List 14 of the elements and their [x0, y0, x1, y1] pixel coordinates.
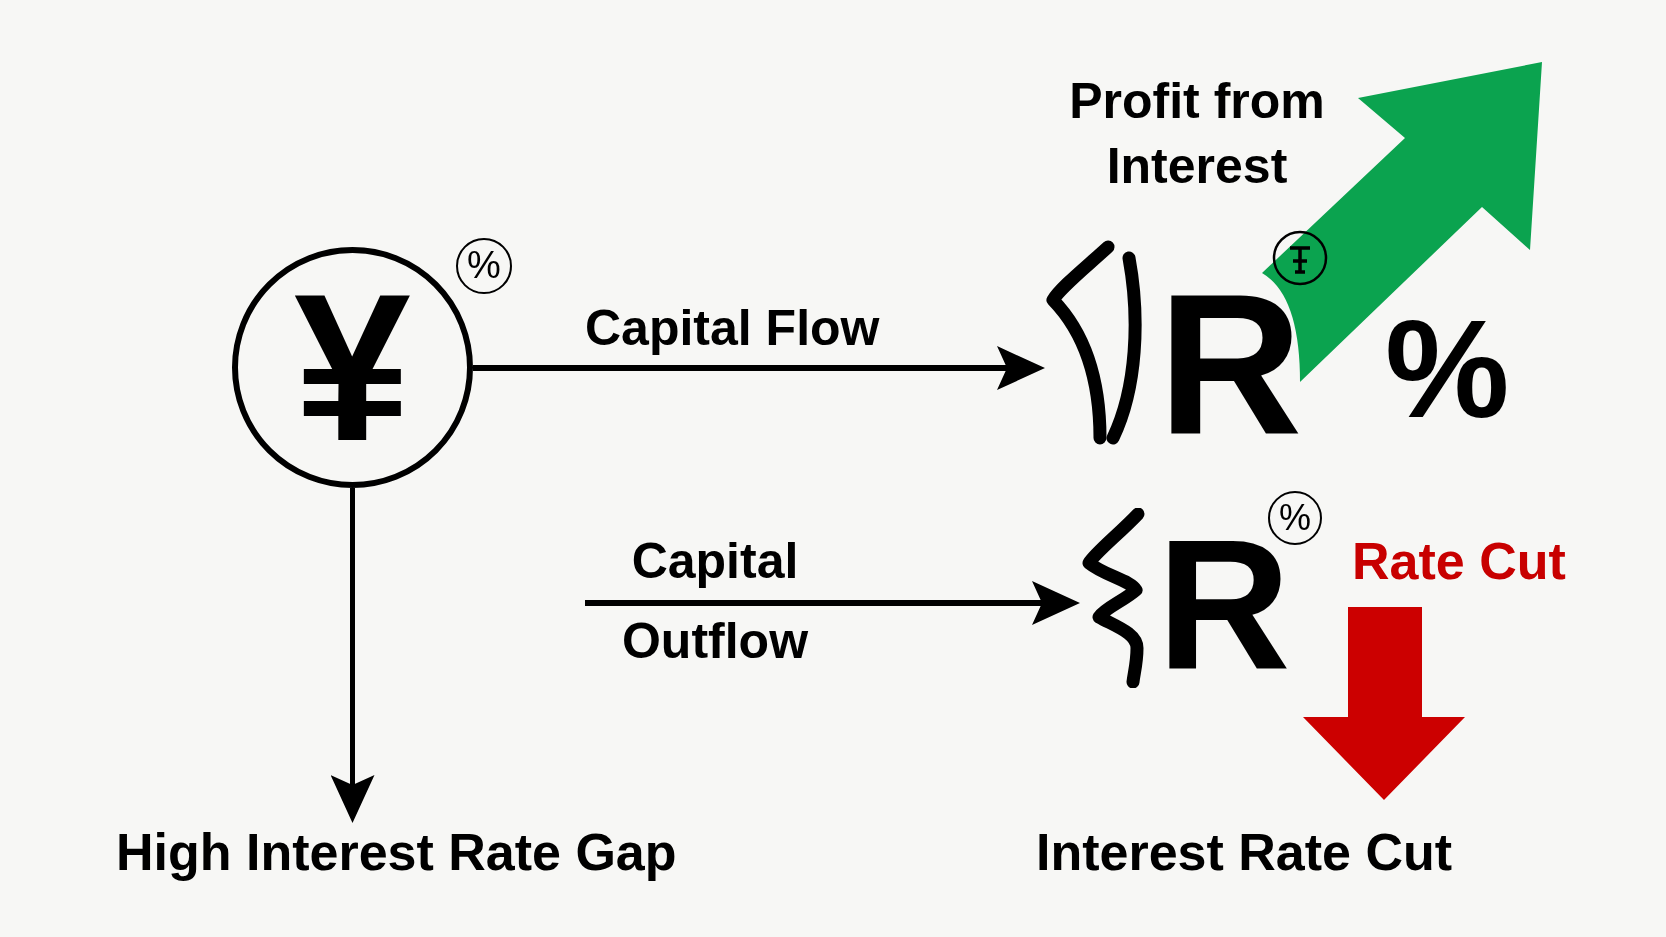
arrow [473, 346, 1045, 390]
edge-label: Capital Outflow [620, 532, 810, 671]
arrow [330, 488, 375, 823]
glyph-badge-icon [1272, 230, 1328, 286]
arrow [585, 581, 1080, 625]
percent-badge: % [1268, 491, 1322, 545]
annotation-text: Profit from Interest [1068, 72, 1326, 196]
currency-letter: R [1158, 289, 1303, 439]
edge-label: Capital Flow [585, 300, 880, 358]
caption-text: High Interest Rate Gap [116, 823, 677, 883]
annotation-text: Rate Cut [1352, 532, 1566, 592]
percent-badge: % [456, 238, 512, 294]
percent-sign: % [1385, 313, 1510, 425]
caption-text: Interest Rate Cut [1036, 823, 1453, 883]
